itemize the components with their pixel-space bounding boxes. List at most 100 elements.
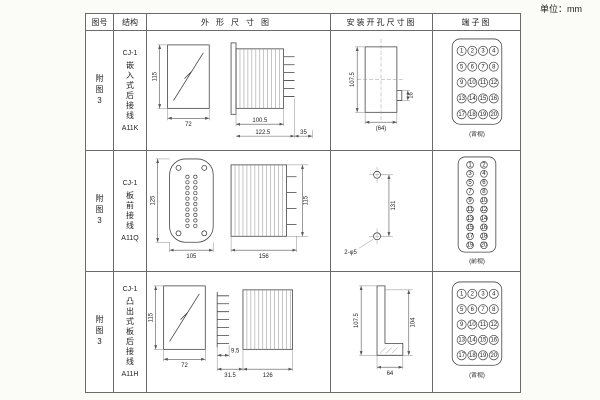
dimensions: 107.5 16 (64) bbox=[350, 46, 415, 132]
install-drawing-a11q: 131 2-φ5 bbox=[344, 167, 397, 256]
side-view bbox=[230, 42, 295, 115]
terminal-number: 3 bbox=[481, 48, 485, 54]
terminal-number: 17 bbox=[458, 112, 465, 118]
terminal-number: 3 bbox=[481, 291, 485, 297]
code-label: A11K bbox=[121, 124, 139, 132]
terminal-circle bbox=[456, 93, 467, 104]
terminal-circle bbox=[185, 207, 190, 212]
install-cell: 107.5 16 (64) bbox=[331, 31, 433, 152]
dimensions: 115 72 9.5 31.5 126 bbox=[149, 285, 293, 379]
terminal-circle bbox=[478, 288, 488, 299]
terminal-circle bbox=[466, 223, 474, 232]
code-label: A11Q bbox=[121, 234, 139, 242]
terminal-circle bbox=[466, 241, 474, 250]
terminal-circle bbox=[466, 170, 474, 178]
terminal-circle bbox=[193, 185, 198, 191]
terminal-number: 19 bbox=[480, 112, 487, 118]
terminal-number: 11 bbox=[480, 80, 487, 86]
header-install: 安装开孔尺寸图 bbox=[331, 14, 433, 31]
terminal-number: 1 bbox=[468, 163, 472, 169]
terminal-circle bbox=[478, 45, 488, 56]
terminal-number: 2 bbox=[482, 163, 485, 169]
terminal-circle bbox=[456, 109, 467, 120]
terminal-number: 14 bbox=[481, 216, 488, 222]
terminal-number: 11 bbox=[480, 322, 487, 328]
terminal-number: 4 bbox=[492, 291, 496, 297]
terminal-circle bbox=[185, 175, 190, 180]
terminal-number: 11 bbox=[467, 207, 474, 213]
terminal-number: 17 bbox=[458, 353, 465, 359]
terminal-number: 18 bbox=[481, 234, 488, 240]
mount-label: 嵌入式后接线 bbox=[125, 60, 135, 121]
side-view bbox=[230, 164, 297, 238]
terminal-circle bbox=[488, 61, 499, 72]
terminal-number: 13 bbox=[458, 96, 465, 102]
dim-depth1: 100.5 bbox=[252, 118, 268, 124]
dim-overall-height: 107.5 bbox=[354, 312, 360, 328]
terminal-circle bbox=[480, 197, 488, 205]
terminal-circle bbox=[456, 334, 467, 345]
terminal-circle bbox=[488, 303, 499, 314]
outline-drawing-a11h: 115 72 9.5 31.5 126 bbox=[149, 285, 293, 379]
hole-spec-label: 2-φ5 bbox=[344, 250, 357, 256]
terminal-number: 20 bbox=[490, 353, 497, 359]
dim-pin-length: 9.5 bbox=[231, 348, 240, 354]
terminal-number: 7 bbox=[481, 306, 484, 312]
terminal-circle bbox=[478, 77, 488, 88]
terminal-circle bbox=[480, 161, 488, 169]
terminal-number: 3 bbox=[468, 172, 472, 178]
dimensions: 107.5 104 64 bbox=[354, 285, 417, 377]
unit-label: 单位：mm bbox=[540, 4, 582, 14]
terminal-circle bbox=[480, 215, 488, 223]
terminal-number: 16 bbox=[481, 225, 488, 231]
terminal-circle bbox=[467, 350, 478, 360]
terminal-circle bbox=[467, 93, 478, 104]
terminal-circle bbox=[478, 303, 488, 314]
terminal-circle bbox=[456, 303, 467, 314]
structure-cell: CJ-1 嵌入式后接线 A11K bbox=[114, 31, 147, 152]
dimensions: 115 72 100.5 122.5 35 bbox=[153, 44, 313, 139]
terminal-number: 16 bbox=[490, 96, 497, 102]
terminal-circle bbox=[456, 45, 467, 56]
terminal-circle bbox=[480, 206, 488, 214]
terminal-circle bbox=[488, 350, 499, 360]
header-outline: 外形尺寸图 bbox=[147, 14, 331, 31]
terminal-circle bbox=[456, 77, 467, 88]
terminal-number: 17 bbox=[467, 234, 474, 240]
terminal-circle bbox=[466, 188, 474, 196]
terminal-number: 4 bbox=[492, 48, 496, 54]
fig-no-label: 附图3 bbox=[95, 73, 104, 108]
terminal-circle bbox=[193, 224, 198, 229]
outline-drawing-a11k: 115 72 100.5 122.5 35 bbox=[153, 42, 313, 139]
terminal-circle bbox=[193, 175, 198, 180]
dim-width: 72 bbox=[185, 122, 192, 128]
outline-drawing-a11q: 125 105 115 156 bbox=[151, 158, 309, 260]
terminal-circle bbox=[466, 206, 474, 214]
terminal-number: 15 bbox=[480, 96, 487, 102]
dim-bezel: 35 bbox=[300, 130, 307, 136]
dim-cutout-height: 107.5 bbox=[350, 71, 356, 87]
terminal-circle bbox=[467, 109, 478, 120]
view-label: (背视) bbox=[469, 371, 485, 379]
terminal-number: 1 bbox=[460, 291, 464, 297]
outline-cell: 115 72 9.5 31.5 126 bbox=[147, 271, 331, 392]
terminal-circle bbox=[193, 207, 198, 212]
terminal-number: 15 bbox=[480, 337, 487, 343]
install-cell: 107.5 104 64 bbox=[331, 271, 433, 392]
terminal-circle bbox=[193, 180, 198, 185]
terminal-circle bbox=[480, 188, 488, 196]
terminal-circle bbox=[185, 202, 190, 207]
document-table: 图号 结构 外形尺寸图 安装开孔尺寸图 端子图 附图3 CJ-1 嵌入式后接线 … bbox=[85, 13, 521, 393]
dimensions: 131 2-φ5 bbox=[344, 174, 397, 256]
terminal-number: 5 bbox=[468, 180, 472, 186]
terminal-number: 5 bbox=[460, 306, 464, 312]
dimensions: 125 105 115 156 bbox=[151, 159, 309, 260]
terminal-circle bbox=[478, 334, 488, 345]
terminal-circle bbox=[467, 319, 478, 330]
dim-side-height: 115 bbox=[303, 195, 309, 205]
